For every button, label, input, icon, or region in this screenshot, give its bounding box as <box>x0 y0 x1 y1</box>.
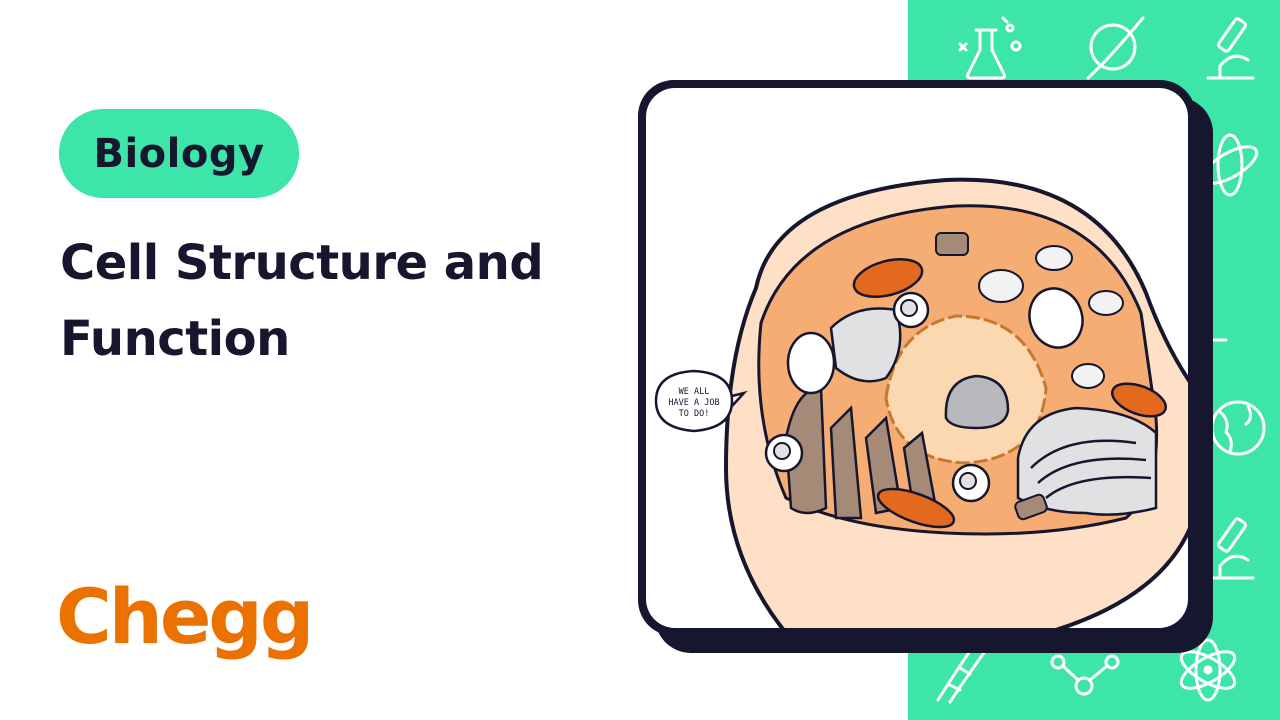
video-title: Cell Structure and Function <box>60 225 544 377</box>
speech-line-2: HAVE A JOB <box>668 398 719 408</box>
microscope-icon <box>1206 17 1255 80</box>
mitochondria <box>852 257 1167 529</box>
peroxisomes <box>978 245 1124 389</box>
speech-line-3: TO DO! <box>679 409 710 419</box>
centriole <box>935 232 1048 521</box>
speech-bubble: WE ALL HAVE A JOB TO DO! <box>654 369 748 433</box>
animal-cell-illustration: WE ALL HAVE A JOB TO DO! <box>654 177 1188 628</box>
microscope-icon-2 <box>1206 517 1255 580</box>
lysosome <box>764 291 991 503</box>
subject-tag-label: Biology <box>93 130 265 177</box>
planet-icon <box>1086 16 1145 80</box>
nucleus <box>884 314 1048 465</box>
vacuole <box>786 331 836 395</box>
smooth-er <box>829 307 902 383</box>
cell-illustration-card: WE ALL HAVE A JOB TO DO! <box>638 80 1196 636</box>
atom-icon-2 <box>1179 638 1237 702</box>
globe-icon <box>1210 400 1266 456</box>
flask-icon <box>958 16 1022 80</box>
golgi-apparatus <box>1016 406 1158 516</box>
vacuole-2 <box>1028 287 1084 349</box>
molecule-icon <box>1050 654 1120 696</box>
nucleolus <box>944 374 1010 430</box>
subject-tag: Biology <box>59 109 299 198</box>
chegg-logo: Chegg <box>56 572 314 661</box>
speech-line-1: WE ALL <box>679 387 710 397</box>
title-line-2: Function <box>60 311 290 367</box>
title-line-1: Cell Structure and <box>60 235 544 291</box>
